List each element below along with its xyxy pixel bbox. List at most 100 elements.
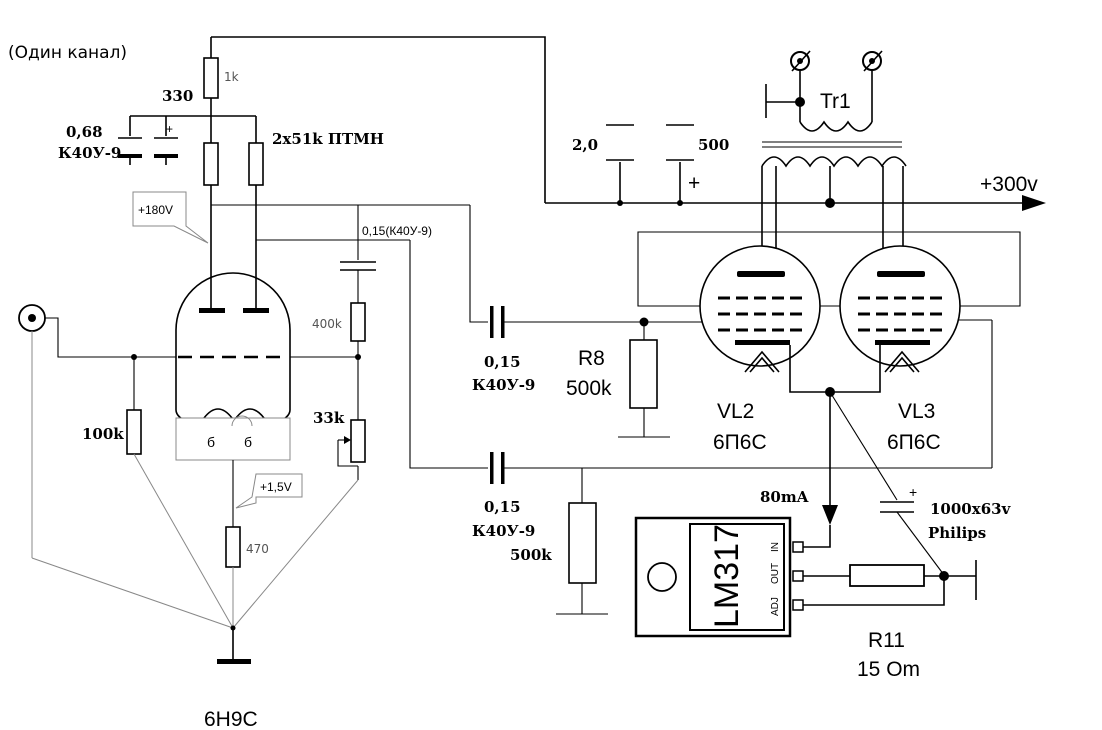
- tube-6n9s-envelope: [175, 272, 291, 410]
- label-c500: 500: [698, 136, 729, 154]
- label-vl3-name: VL3: [898, 400, 935, 423]
- label-r11-name: R11: [868, 629, 905, 652]
- resistor-51k-a: [203, 142, 219, 186]
- lm317-body: [689, 523, 785, 631]
- label-33k: 33k: [313, 409, 345, 427]
- wire-ground: [31, 557, 234, 629]
- lm317-pin-in: [792, 541, 804, 553]
- node-r11: [939, 571, 949, 581]
- resistor-r11: [849, 564, 925, 587]
- label-1k: 1k: [224, 70, 239, 84]
- node-center-tap: [825, 198, 835, 208]
- wire: [337, 440, 358, 467]
- transformer-secondary: [799, 120, 873, 132]
- label-330: 330: [162, 87, 193, 105]
- resistor-100k: [126, 409, 142, 455]
- lm317-pin-adj: [792, 599, 804, 611]
- label-pin-out: OUT: [770, 563, 781, 584]
- label-c2-type: К40У-9: [472, 522, 535, 540]
- cap1-plate: [501, 306, 505, 338]
- plus-sign-c500: +: [688, 172, 700, 195]
- label-500k-lower: 500k: [510, 546, 552, 564]
- label-015-top: 0,15(К40У-9): [362, 224, 432, 238]
- wire-ground: [232, 479, 359, 629]
- diagram-title: (Один канал): [8, 43, 127, 63]
- callout-15v: [235, 473, 303, 509]
- cap-plate: [118, 154, 142, 158]
- tube-vl2-heater: [749, 356, 775, 373]
- label-180v: +180V: [138, 203, 173, 217]
- node: [131, 354, 137, 360]
- resistor-500k-lower: [568, 502, 597, 584]
- power-section: +300v 2,0 500 + Tr1: [545, 50, 1046, 258]
- label-c2-value: 0,15: [484, 498, 521, 516]
- tube-vl2-envelope: [699, 245, 821, 367]
- label-400k: 400k: [312, 317, 342, 331]
- heater-loop: [231, 415, 253, 427]
- wire-top-feed: [211, 36, 546, 203]
- label-vl2-type: 6П6С: [713, 431, 767, 454]
- label-philips: Philips: [928, 524, 986, 542]
- label-vl2-name: VL2: [717, 400, 754, 423]
- tube-cathode-a: [203, 408, 233, 419]
- input-jack-center: [28, 314, 36, 322]
- wire-pin-adj: [803, 575, 945, 606]
- label-r8-name: R8: [578, 347, 605, 370]
- tube-vl2-anode: [737, 271, 785, 277]
- label-c1-type: К40У-9: [472, 376, 535, 394]
- label-k40u9: К40У-9: [58, 144, 121, 162]
- wire-pin-in: [803, 525, 831, 548]
- wire-to-cap1000: [829, 391, 898, 501]
- output-stage: VL2 6П6С VL3 6П6С 80mA + 1000x63v Philip…: [634, 231, 1021, 681]
- coupling-section: 0,15 К40У-9 R8 500k 0,15 К40У-9 500k: [472, 306, 993, 615]
- resistor-1k: [203, 57, 219, 99]
- label-068: 0,68: [66, 123, 103, 141]
- label-r11-value: 15 Om: [857, 658, 920, 681]
- label-r8-value: 500k: [566, 377, 612, 400]
- node: [230, 625, 236, 631]
- current-arrow: [822, 505, 838, 525]
- node: [617, 200, 623, 206]
- label-c20: 2,0: [572, 136, 598, 154]
- node: [795, 97, 805, 107]
- wiper-arrow: [344, 436, 351, 444]
- tube-6n9s-label: 6Н9С: [204, 708, 258, 730]
- tube-vl3-anode: [877, 271, 925, 277]
- pin-b2: б: [244, 434, 252, 450]
- transformer-primary: [761, 156, 907, 168]
- label-470: 470: [246, 542, 269, 556]
- tube-vl2-heater: [744, 350, 780, 373]
- tube-anode-b: [243, 308, 269, 313]
- node: [355, 354, 361, 360]
- tube-vl2-cathode: [735, 340, 790, 345]
- tube-vl3-cathode: [875, 340, 930, 345]
- potentiometer-33k: [350, 419, 366, 463]
- wire-input-grid: [45, 317, 176, 358]
- label-2x51k: 2x51k ПТМН: [272, 130, 384, 148]
- lm317-pin-out: [792, 570, 804, 582]
- plus-sign: +: [166, 122, 173, 136]
- label-pin-adj: ADJ: [770, 597, 781, 616]
- label-c1000: 1000x63v: [930, 500, 1012, 518]
- label-c1-value: 0,15: [484, 353, 521, 371]
- tube-vl3-envelope: [839, 245, 961, 367]
- pin-b1: б: [207, 434, 215, 450]
- driver-stage: (Один канал) 1k 330 + 0,68 К40У-9 2x51k …: [8, 36, 546, 730]
- cap2-plate: [490, 452, 494, 484]
- wire-screen-grid: [637, 231, 1021, 307]
- terminal-slash: [863, 50, 883, 72]
- cap2-plate: [501, 452, 505, 484]
- label-vl3-type: 6П6С: [887, 431, 941, 454]
- lm317-mount-hole: [647, 562, 677, 592]
- tube-anode-a: [199, 308, 225, 313]
- label-tr1: Tr1: [820, 90, 851, 113]
- plus-sign-cap1000: +: [909, 484, 917, 500]
- label-15v: +1,5V: [260, 480, 292, 494]
- node: [677, 200, 683, 206]
- resistor-r8: [629, 339, 658, 409]
- wire-ground: [133, 453, 234, 629]
- tube-vl3-heater: [889, 356, 915, 373]
- cap1-plate: [490, 306, 494, 338]
- resistor-400k: [350, 302, 366, 342]
